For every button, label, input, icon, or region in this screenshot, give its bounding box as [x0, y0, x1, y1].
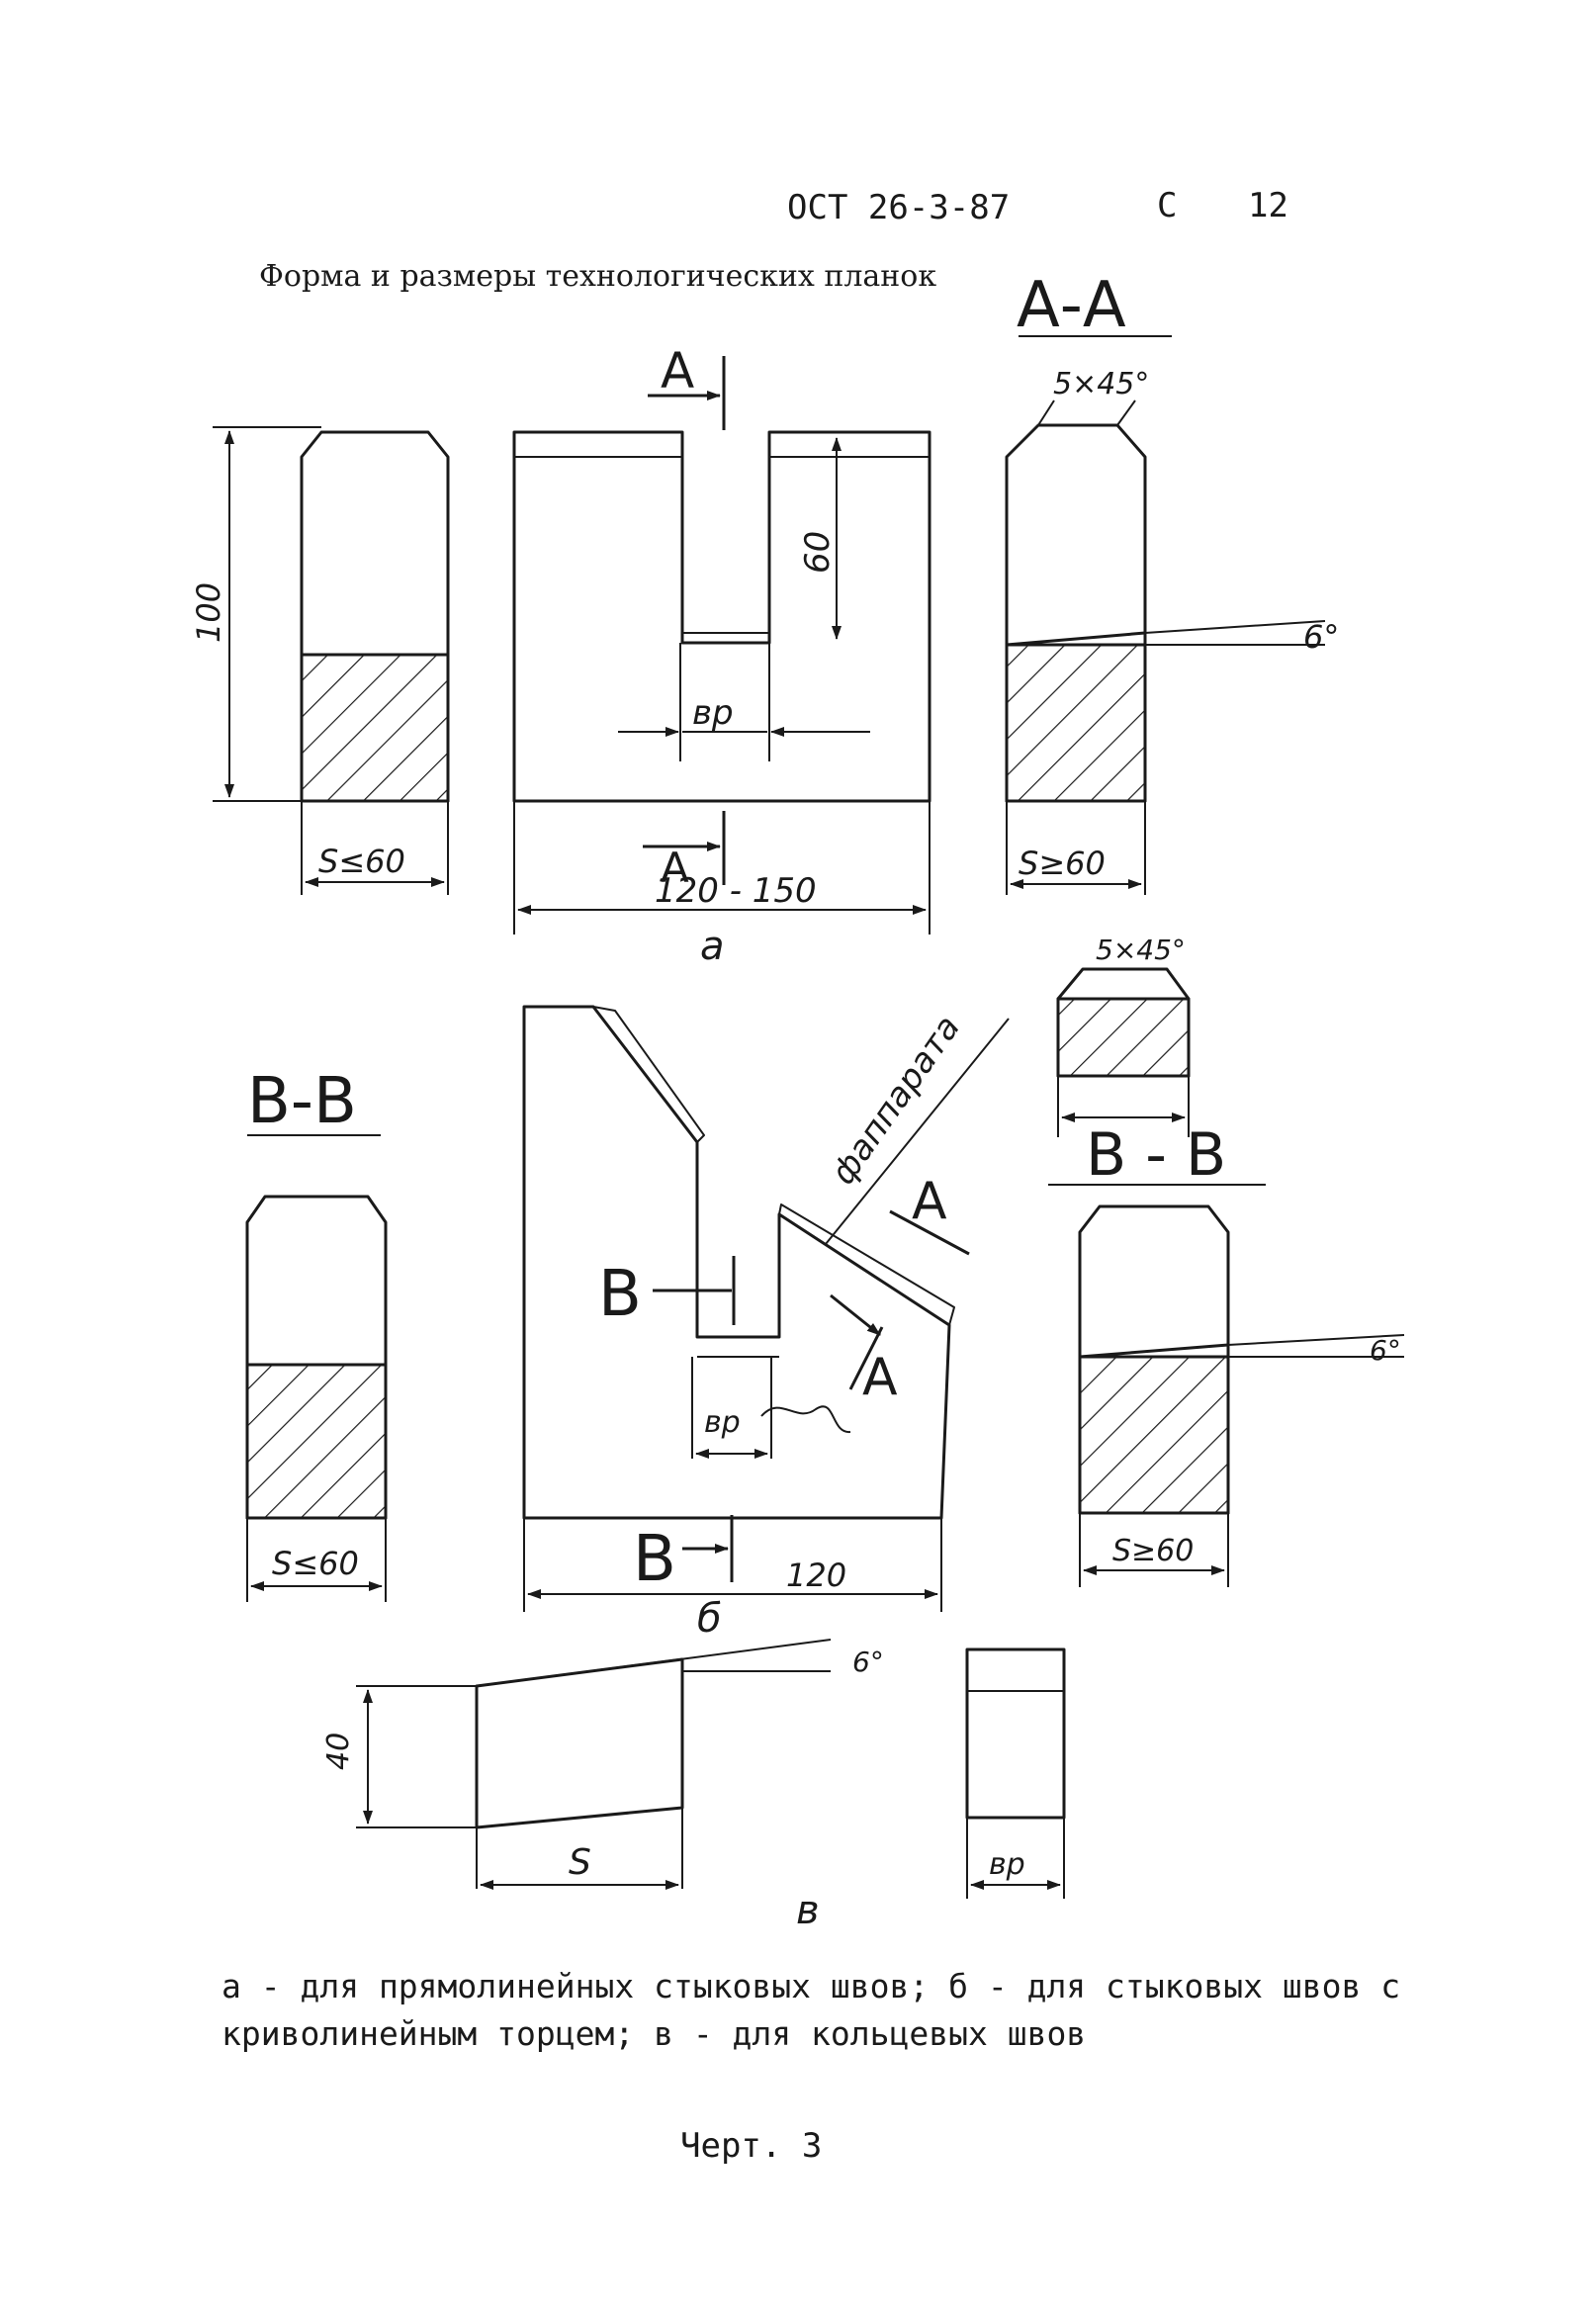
chamfer-label-a: 5×45°: [1053, 367, 1149, 401]
s-label-v: S: [569, 1842, 591, 1883]
figure-letter-v: в: [796, 1888, 820, 1933]
page-prefix: С: [1157, 186, 1178, 225]
figure-label: Черт. 3: [680, 2126, 823, 2166]
cut-a-label-top: А: [661, 342, 694, 400]
figure-caption: а - для прямолинейных стыковых швов; б -…: [222, 1967, 1401, 2053]
s-ge-60-label-b: S≥60: [1112, 1534, 1194, 1568]
height-100-label: 100: [190, 582, 227, 643]
angle-6-label-a: 6°: [1303, 618, 1339, 656]
angle-6-label-b: 6°: [1370, 1334, 1401, 1367]
figure-a-section-aa: [1005, 335, 1326, 895]
section-vv-right-label: В - В: [1086, 1120, 1226, 1190]
figure-b-section-aa-small: [1056, 967, 1191, 1137]
section-vv-left-label: В-В: [247, 1065, 357, 1138]
chamfer-label-b: 5×45°: [1096, 934, 1186, 966]
angle-6-label-v: 6°: [852, 1646, 884, 1678]
height-40-label: 40: [321, 1733, 356, 1770]
cut-v-label-mid: В: [598, 1258, 642, 1331]
cut-v-label-bottom: В: [633, 1523, 676, 1596]
width-120-label: 120: [786, 1557, 846, 1594]
s-le-60-label-b: S≤60: [272, 1545, 359, 1582]
section-aa-label: А-А: [1017, 269, 1126, 342]
cut-a-label-b1: А: [912, 1172, 947, 1231]
cut-a-label-bottom: А: [661, 844, 689, 892]
s-le-60-label-a: S≤60: [318, 843, 405, 880]
gap-bp-label-a: вр: [692, 693, 734, 733]
s-ge-60-label-a: S≥60: [1019, 845, 1106, 882]
gap-bp-label-v: вр: [989, 1847, 1025, 1882]
figure-b-section-vv-right: [1048, 1184, 1405, 1587]
page-number: 12: [1248, 186, 1288, 225]
figure-letter-b: б: [697, 1596, 722, 1642]
figure-b-section-vv-left: [245, 1134, 388, 1602]
figure-a-front-view: [512, 356, 931, 935]
figure-a-side-view: [213, 426, 450, 895]
figure-v-end-view: [965, 1647, 1066, 1899]
page-title: Форма и размеры технологических планок: [259, 259, 937, 294]
figure-b-front-view: [522, 1005, 1010, 1612]
depth-60-label: 60: [798, 531, 838, 574]
figure-v-side-view: [356, 1639, 832, 1890]
apparatus-label: фаппарата: [824, 1009, 968, 1192]
width-120-150-label: 120 - 150: [655, 871, 817, 911]
figure-letter-a: а: [700, 924, 725, 969]
cut-a-label-b2: А: [862, 1348, 898, 1407]
gap-bp-label-b: вр: [704, 1405, 741, 1440]
doc-code: ОСТ 26-3-87: [787, 188, 1011, 227]
